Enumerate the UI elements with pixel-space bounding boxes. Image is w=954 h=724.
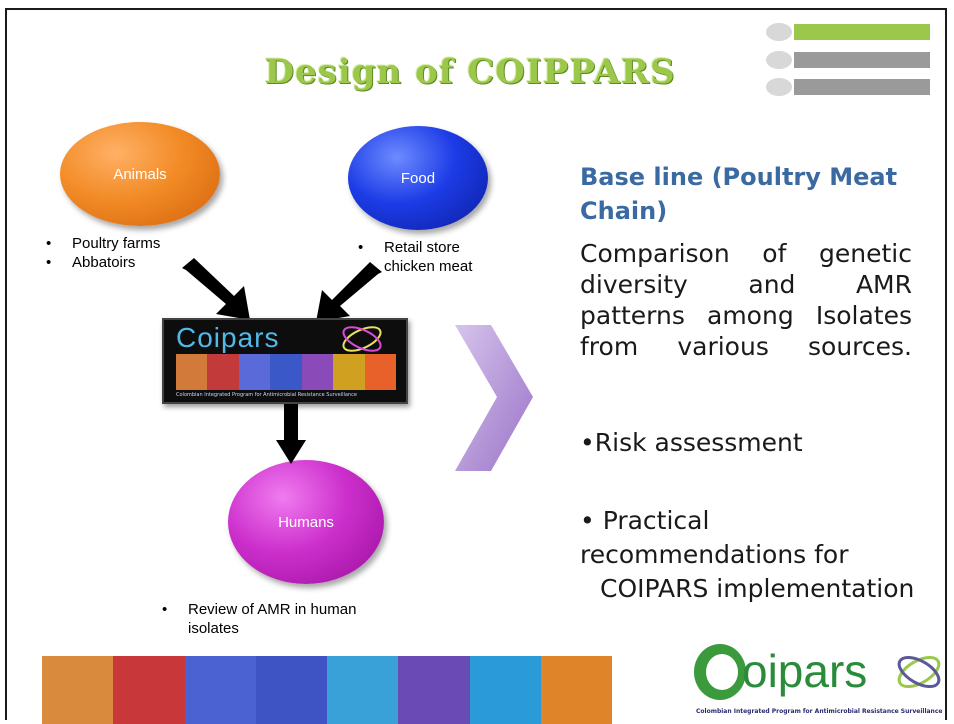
deco-bar bbox=[794, 24, 930, 40]
slide-title: Design of COIPPARS bbox=[264, 52, 676, 92]
chevron-right-icon bbox=[455, 325, 533, 471]
list-item: •Poultry farms bbox=[46, 235, 161, 252]
down-right-arrow-icon bbox=[182, 258, 250, 320]
logo-c-inner bbox=[706, 654, 738, 690]
comparison-text: Comparison of genetic diversity and AMR … bbox=[580, 239, 912, 361]
coipars-logo-center: Coipars Colombian Integrated Program for… bbox=[162, 318, 408, 404]
deco-bar bbox=[794, 52, 930, 68]
recommendations-item-line1: • Practical bbox=[580, 506, 710, 535]
humans-node: Humans bbox=[228, 460, 384, 584]
food-label: Food bbox=[400, 169, 436, 187]
bullet-text: Review of AMR in human bbox=[188, 601, 357, 618]
bullet-text: Poultry farms bbox=[72, 235, 161, 252]
risk-assessment-item: •Risk assessment bbox=[580, 428, 803, 457]
down-arrow-icon bbox=[276, 404, 306, 464]
bullet-text: Abbatoirs bbox=[72, 254, 136, 271]
recommendations-item-line2: recommendations for bbox=[580, 540, 849, 569]
deco-dot bbox=[766, 23, 792, 41]
decorative-bars bbox=[762, 20, 932, 98]
logo-tagline: Colombian Integrated Program for Antimic… bbox=[176, 392, 357, 398]
logo-emblem-icon bbox=[897, 655, 941, 689]
humans-bullet: •Review of AMR in human isolates bbox=[162, 601, 357, 637]
footer-animal-banner bbox=[42, 656, 612, 724]
deco-dot bbox=[766, 51, 792, 69]
humans-label: Humans bbox=[278, 513, 334, 531]
list-item: •Abbatoirs bbox=[46, 254, 136, 271]
animals-node: Animals bbox=[60, 122, 220, 226]
coipars-logo-footer: oipars Colombian Integrated Program for … bbox=[690, 644, 952, 724]
logo-wordmark: Coipars bbox=[176, 322, 280, 353]
baseline-heading: Base line (Poultry Meat Chain) bbox=[580, 163, 898, 225]
food-bullet: •Retail store chicken meat bbox=[358, 239, 473, 275]
bullet-text-cont: chicken meat bbox=[384, 258, 473, 275]
bullet-text-cont: isolates bbox=[188, 620, 239, 637]
bullet-text: Retail store bbox=[384, 239, 460, 256]
deco-bar bbox=[794, 79, 930, 95]
logo-animal-strip bbox=[176, 354, 396, 390]
animals-label: Animals bbox=[113, 165, 167, 183]
food-node: Food bbox=[348, 126, 488, 230]
animals-bullet-list: •Poultry farms •Abbatoirs bbox=[46, 234, 161, 272]
logo-wordmark: oipars bbox=[742, 645, 868, 697]
slide-frame bbox=[5, 8, 947, 720]
recommendations-item-line3: COIPARS implementation bbox=[600, 574, 915, 603]
logo-emblem-icon bbox=[342, 326, 382, 352]
down-left-arrow-icon bbox=[316, 262, 382, 322]
deco-dot bbox=[766, 78, 792, 96]
logo-tagline: Colombian Integrated Program for Antimic… bbox=[696, 708, 943, 715]
